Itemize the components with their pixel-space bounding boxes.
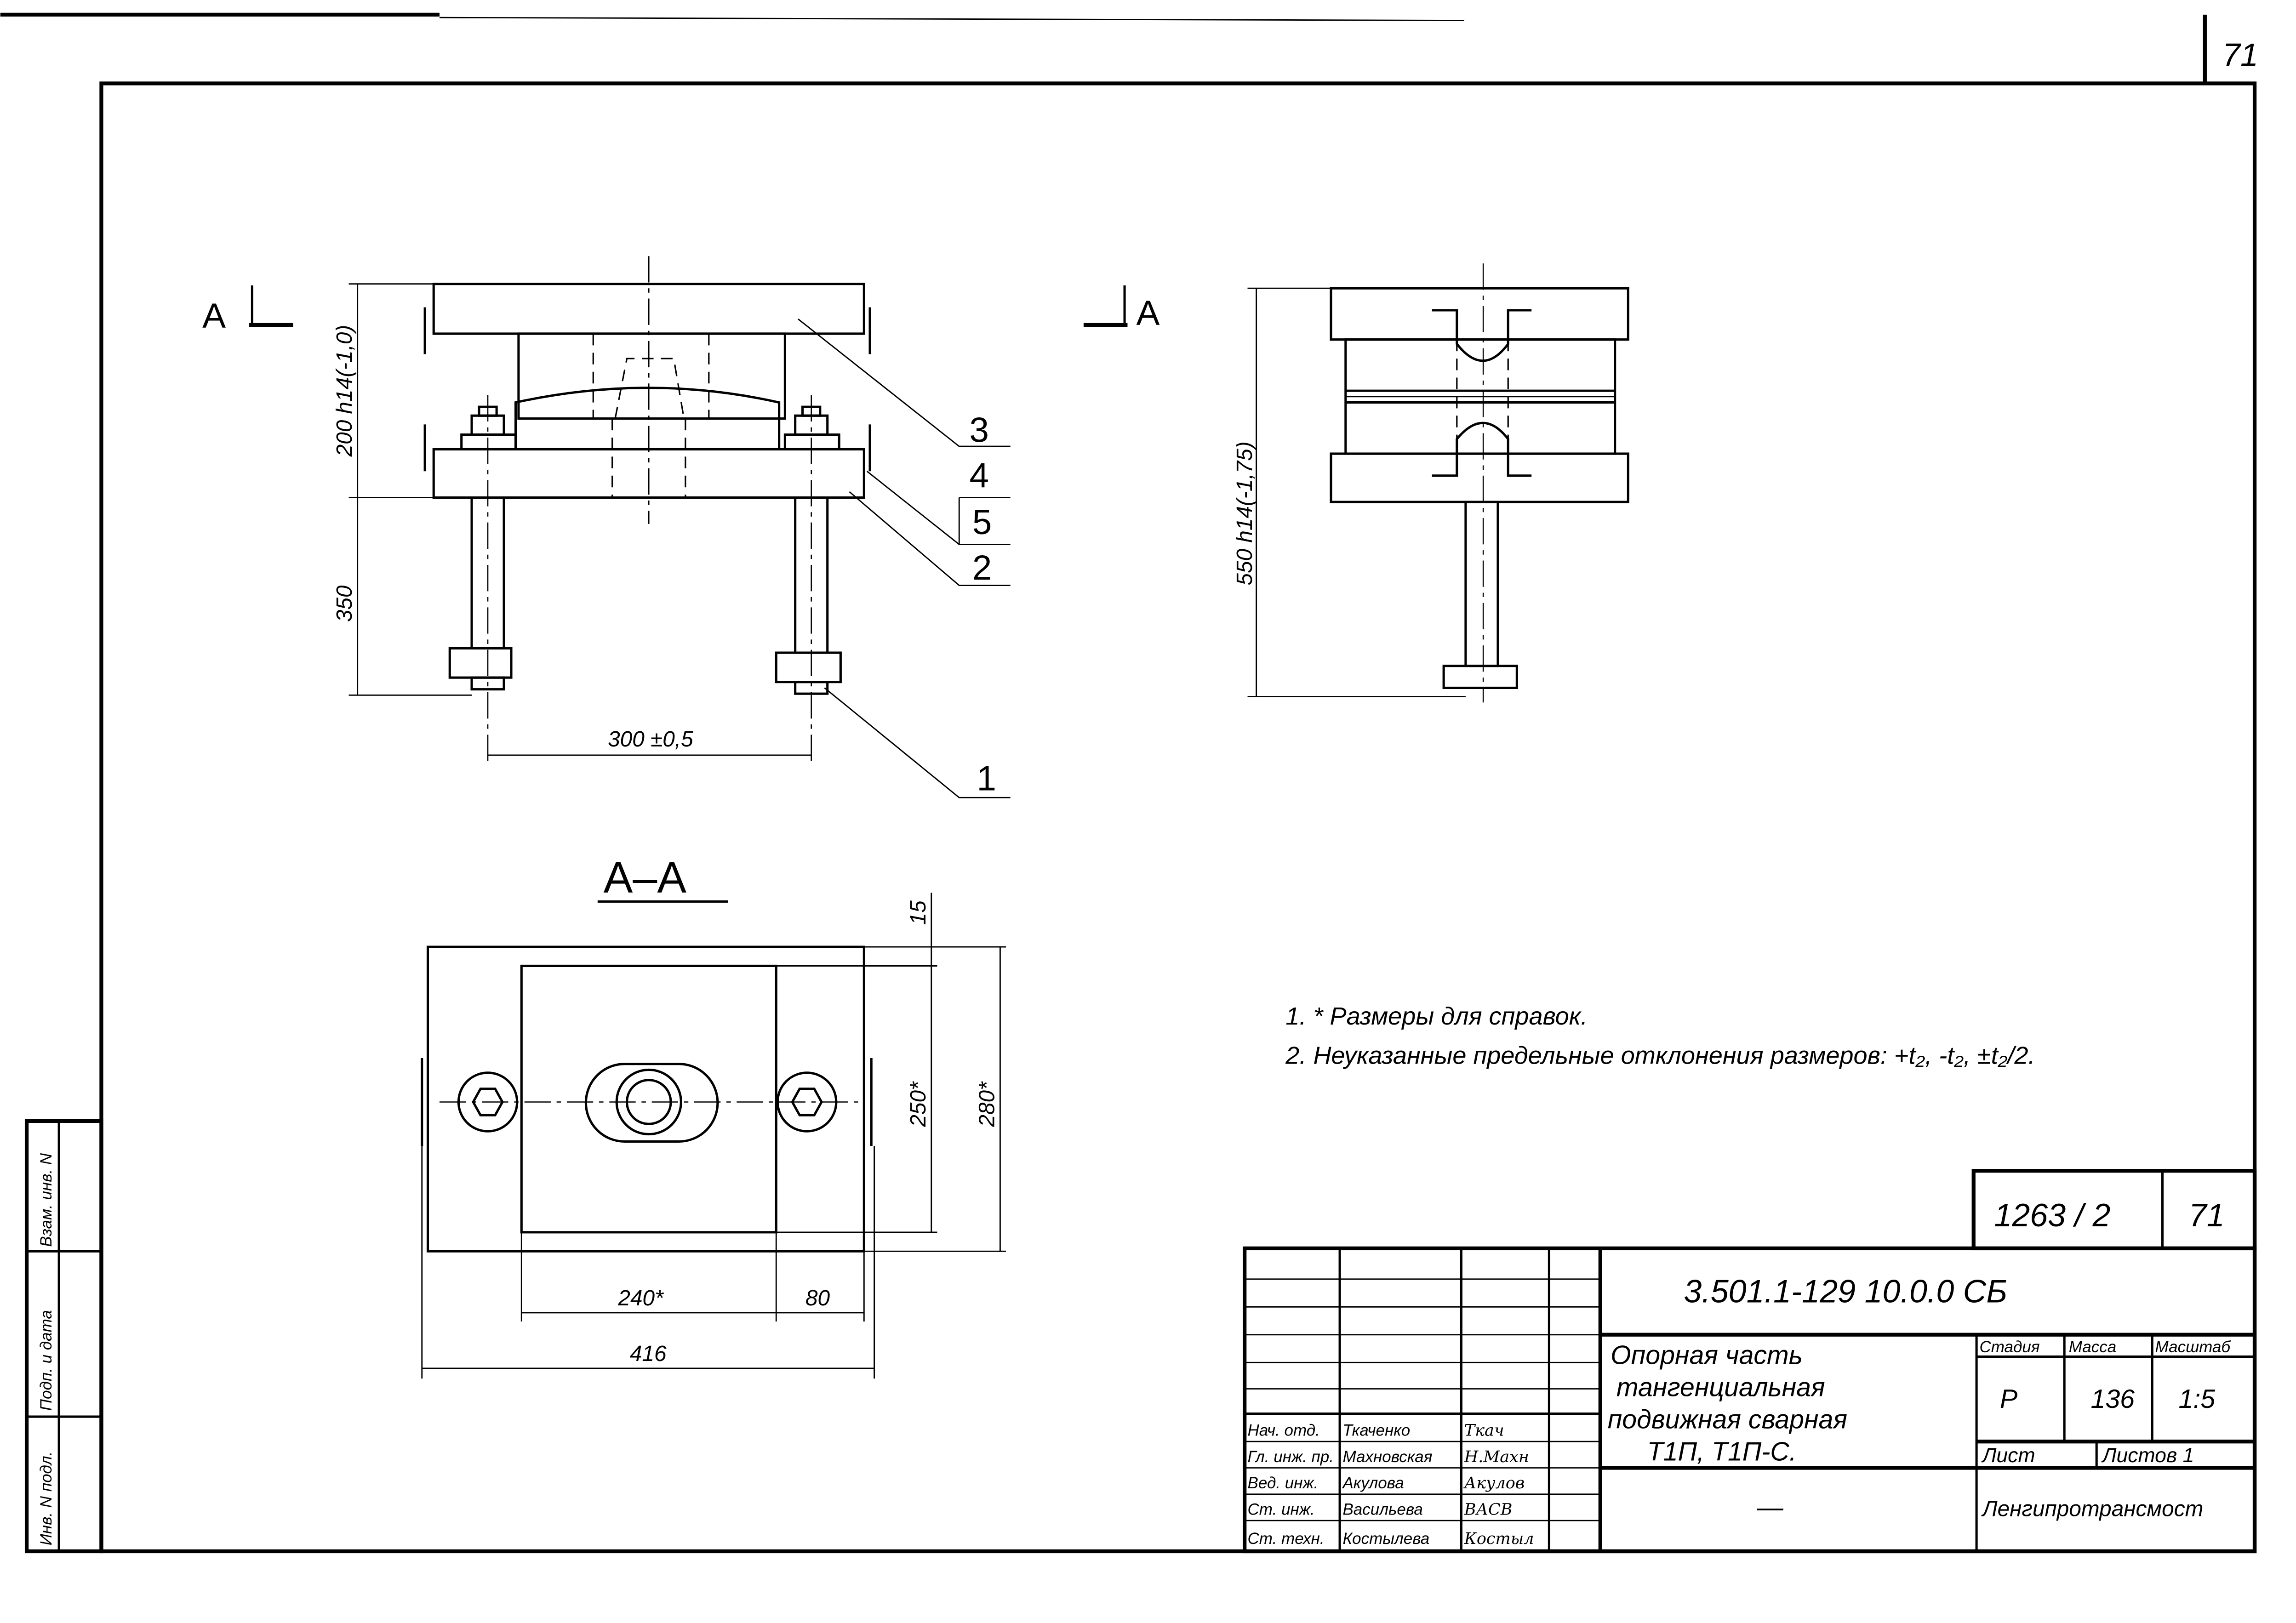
svg-text:Ст. инж.: Ст. инж. [1248,1500,1315,1518]
description-line-2: тангенциальная [1616,1372,1825,1402]
svg-text:Ст. техн.: Ст. техн. [1248,1530,1325,1548]
side-view: 550 h14(-1,75) [1233,263,1629,703]
svg-text:Акулов: Акулов [1463,1474,1525,1492]
base-plate [432,448,865,499]
dim-280: 280* [975,1081,1000,1128]
section-title: А–А [604,854,687,902]
archive-sheet: 71 [2189,1197,2225,1233]
signatory-row-1: Нач. отд. Ткаченко Ткач [1248,1421,1504,1440]
svg-text:Гл. инж. пр.: Гл. инж. пр. [1248,1448,1334,1466]
note-1: 1. * Размеры для справок. [1285,1002,1588,1030]
dim-height-top: 200 h14(-1,0) [332,325,357,457]
dim-bolt-spacing: 300 ±0,5 [608,727,693,752]
mass-value: 136 [2090,1384,2135,1414]
callout-5: 5 [972,503,992,542]
strip-label-inv-podl: Инв. N подл. [37,1452,55,1546]
description-line-1: Опорная часть [1611,1340,1803,1370]
sheets-label: Листов 1 [2101,1444,2194,1467]
svg-text:Вед. инж.: Вед. инж. [1248,1474,1319,1492]
callout-1: 1 [977,759,996,798]
scale-header: Масштаб [2155,1338,2231,1356]
side-strip: Инв. N подл. Подп. и дата Взам. инв. N [24,1119,103,1554]
svg-text:Костылева: Костылева [1342,1530,1429,1548]
callout-4: 4 [970,456,989,495]
dim-240: 240* [617,1286,664,1310]
upper-block [517,332,786,420]
mass-header: Масса [2069,1338,2117,1356]
svg-text:Нач. отд.: Нач. отд. [1248,1421,1320,1439]
callout-2: 2 [972,548,992,587]
dim-80: 80 [805,1286,830,1310]
anchor-bolt-right [775,395,842,764]
svg-text:A: A [202,296,226,336]
svg-text:Н.Махн: Н.Махн [1464,1447,1529,1466]
svg-text:ВАСВ: ВАСВ [1464,1500,1513,1519]
signatory-row-3: Вед. инж. Акулова Акулов [1248,1474,1525,1492]
document-code: 3.501.1-129 10.0.0 СБ [1684,1274,2007,1310]
signatory-row-2: Гл. инж. пр. Махновская Н.Махн [1248,1447,1529,1466]
svg-text:Васильева: Васильева [1342,1500,1422,1518]
sheet-frame [0,12,2257,1554]
view-marker-left: A [202,285,293,336]
svg-text:Махновская: Махновская [1342,1448,1432,1466]
section-a-a: А–А 15 250* 280* 240* 80 416 [421,854,1006,1379]
title-block: 1263 / 2 71 Нач. отд. Ткаченко Ткач Гл. … [1243,1169,2257,1554]
svg-text:Костыл: Костыл [1464,1529,1534,1548]
description-line-4: Т1П, Т1П-С. [1647,1437,1797,1467]
stage-header: Стадия [1979,1338,2039,1356]
svg-text:Ткаченко: Ткаченко [1342,1421,1410,1439]
sheet-label: Лист [1981,1444,2035,1467]
view-marker-right: A [1083,285,1160,333]
dim-250: 250* [906,1081,931,1128]
curved-block [514,387,781,450]
dash-placeholder: — [1757,1493,1784,1522]
callout-3: 3 [970,411,989,450]
front-view: 200 h14(-1,0) 350 300 ±0,5 3 4 5 2 1 [332,256,1011,798]
archive-number: 1263 / 2 [1994,1197,2110,1233]
signatory-row-5: Ст. техн. Костылева Костыл [1248,1529,1534,1548]
strip-label-podp-data: Подп. и дата [37,1310,55,1411]
description-line-3: подвижная сварная [1608,1405,1847,1435]
dim-side-height: 550 h14(-1,75) [1233,441,1257,585]
page-number: 71 [2222,37,2258,73]
svg-text:Ткач: Ткач [1464,1421,1504,1440]
svg-text:A: A [1137,294,1160,333]
strip-label-vzam-inv: Взам. инв. N [37,1153,55,1247]
scale-value: 1:5 [2179,1384,2216,1414]
dim-15: 15 [906,900,931,925]
organization: Ленгипротрансмост [1981,1497,2204,1521]
note-2: 2. Неуказанные предельные отклонения раз… [1285,1042,2035,1070]
dim-height-bottom: 350 [332,585,357,622]
stage-value: Р [2000,1384,2017,1414]
signatory-row-4: Ст. инж. Васильева ВАСВ [1248,1500,1513,1519]
anchor-bolt-left [448,395,517,764]
dim-416: 416 [630,1342,667,1366]
svg-text:Акулова: Акулова [1342,1474,1404,1492]
